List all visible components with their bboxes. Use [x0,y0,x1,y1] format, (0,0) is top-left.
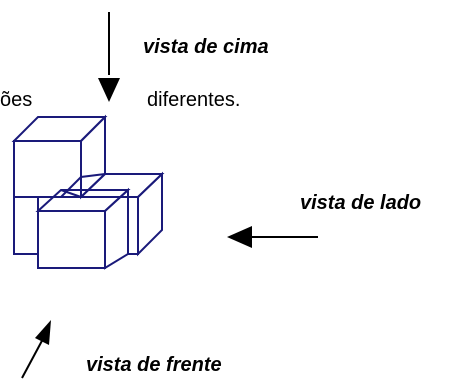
front-view-arrow [21,320,51,379]
cube-connector-line-2 [60,189,82,198]
cube-lower-back-front-face [127,196,139,255]
cube-upper-top-face [11,116,108,142]
cube-structure [11,114,165,270]
text-fragment-left: ões [0,89,33,111]
side-view-arrow [227,226,318,248]
top-view-arrow [98,12,120,102]
text-fragment-right: diferentes. [147,89,241,111]
cube-lower-back-right-face [137,171,163,257]
front-view-label: vista de frente [86,354,222,376]
cube-front-right-face [104,187,129,270]
cube-lower-back-top-face [58,173,165,198]
side-view-label: vista de lado [300,192,422,214]
cube-front-top-face [35,189,131,212]
cube-lower-left-front-face [13,196,39,255]
cube-front-face [37,210,106,269]
cube-upper-front-face [13,140,82,198]
cube-lower-back-top-divider [80,173,106,198]
top-view-label: vista de cima [143,36,269,58]
